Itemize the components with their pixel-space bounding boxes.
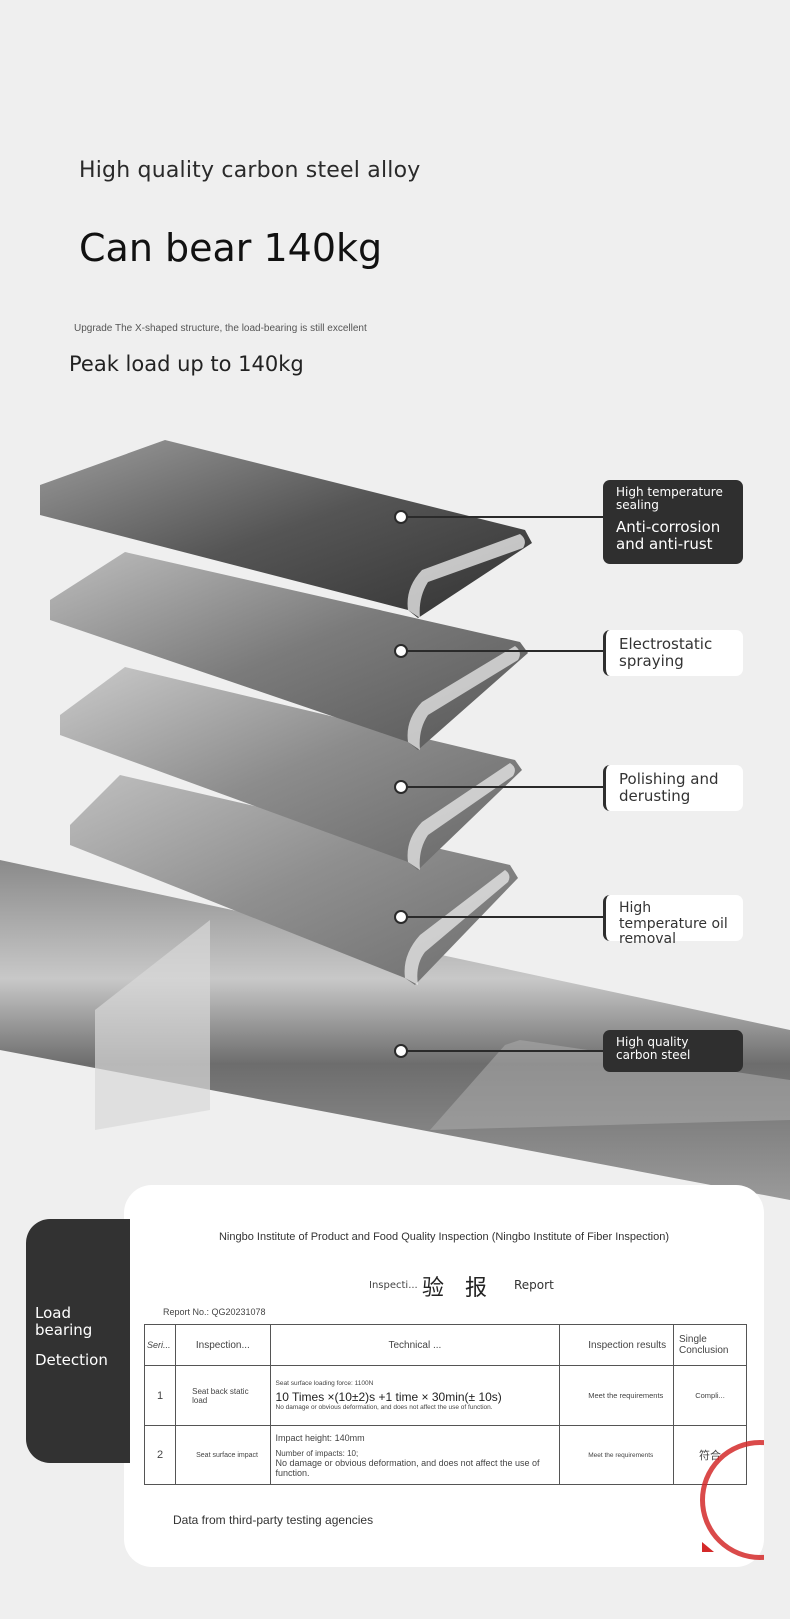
layer-4-edge <box>404 870 510 985</box>
report-title-cn: 验 报 <box>422 1276 487 1301</box>
leader-line-2 <box>400 650 605 652</box>
hero-subtitle: High quality carbon steel alloy <box>79 158 421 183</box>
row-number: 1 <box>143 1365 177 1426</box>
report-title-suffix: Report <box>514 1278 554 1292</box>
col-header-technical: Technical ... <box>269 1324 561 1366</box>
layer-2-edge <box>407 646 520 750</box>
peak-load-text: Peak load up to 140kg <box>69 352 304 376</box>
report-title-prefix: Inspecti... <box>369 1280 418 1291</box>
leader-dot-5 <box>394 1044 408 1058</box>
table-row: 2 Seat surface impact Impact height: 140… <box>143 1425 748 1485</box>
hero-title: Can bear 140kg <box>79 226 383 270</box>
seal-stamp-clip <box>700 1440 764 1560</box>
row-technical: Seat surface loading force: 1100N 10 Tim… <box>269 1365 561 1426</box>
data-source-note: Data from third-party testing agencies <box>173 1513 374 1527</box>
row-technical-main: 10 Times ×(10±2)s +1 time × 30min(± 10s) <box>275 1390 502 1404</box>
load-bearing-tab: Load bearing Detection <box>26 1219 130 1463</box>
callout-spraying-text: Electrostatic spraying <box>619 635 713 670</box>
tube-joint <box>95 920 210 1130</box>
steel-layer-2 <box>50 552 528 750</box>
row-number: 2 <box>143 1425 177 1485</box>
row-technical-note: No damage or obvious deformation, and do… <box>275 1404 493 1411</box>
report-number: Report No.: QG20231078 <box>163 1307 266 1317</box>
leader-line-5 <box>400 1050 605 1052</box>
row-conclusion: Compli... <box>672 1365 748 1426</box>
callout-carbon-steel-text: High quality carbon steel <box>616 1035 691 1063</box>
row-technical-small: Seat surface loading force: 1100N <box>275 1380 374 1387</box>
steel-layer-3 <box>60 667 522 870</box>
table-row: 1 Seat back static load Seat surface loa… <box>143 1365 748 1426</box>
institution-name: Ningbo Institute of Product and Food Qua… <box>218 1231 670 1243</box>
leader-line-1 <box>400 516 605 518</box>
callout-sealing-detail: Anti-corrosion and anti-rust <box>616 517 721 553</box>
tab-label-detection: Detection <box>35 1351 108 1369</box>
leader-dot-1 <box>394 510 408 524</box>
callout-sealing: High temperature sealing Anti-corrosion … <box>603 480 743 564</box>
row-item: Seat back static load <box>175 1365 271 1426</box>
tab-label-load-bearing: Load bearing <box>35 1304 93 1340</box>
leader-line-3 <box>400 786 605 788</box>
row-result: Meet the requirements <box>559 1425 674 1485</box>
row-technical: Impact height: 140mm Number of impacts: … <box>269 1425 561 1485</box>
callout-oil-removal: High temperature oil removal <box>603 895 743 947</box>
callout-spraying: Electrostatic spraying <box>603 630 743 676</box>
leader-dot-4 <box>394 910 408 924</box>
callout-carbon-steel: High quality carbon steel <box>603 1030 743 1072</box>
row-technical-main: Number of impacts: 10; <box>275 1448 359 1458</box>
steel-layer-1 <box>40 440 532 618</box>
hero-note: Upgrade The X-shaped structure, the load… <box>74 323 367 334</box>
layer-3-edge <box>407 763 515 870</box>
steel-layers-illustration <box>0 440 790 1200</box>
col-header-serial: Seri... <box>143 1324 177 1366</box>
callout-polishing-text: Polishing and derusting <box>619 770 719 805</box>
callout-sealing-title: High temperature sealing <box>616 485 723 513</box>
row-item: Seat surface impact <box>175 1425 271 1485</box>
row-technical-small: Impact height: 140mm <box>275 1432 365 1443</box>
layer-1-edge <box>407 534 525 618</box>
col-header-conclusion: Single Conclusion <box>672 1324 748 1366</box>
row-result: Meet the requirements <box>559 1365 674 1426</box>
steel-layer-4 <box>70 775 518 985</box>
leader-dot-3 <box>394 780 408 794</box>
col-header-inspection: Inspection... <box>175 1324 271 1366</box>
row-technical-note: No damage or obvious deformation, and do… <box>275 1457 540 1478</box>
seal-star-icon <box>702 1542 714 1552</box>
leader-dot-2 <box>394 644 408 658</box>
inspection-table: Seri... Inspection... Technical ... Insp… <box>143 1324 748 1485</box>
tube-sleeve <box>430 1040 790 1130</box>
leader-line-4 <box>400 916 605 918</box>
table-header-row: Seri... Inspection... Technical ... Insp… <box>143 1324 748 1366</box>
callout-polishing: Polishing and derusting <box>603 765 743 811</box>
callout-oil-removal-text: High temperature oil removal <box>619 900 728 948</box>
col-header-results: Inspection results <box>559 1324 674 1366</box>
